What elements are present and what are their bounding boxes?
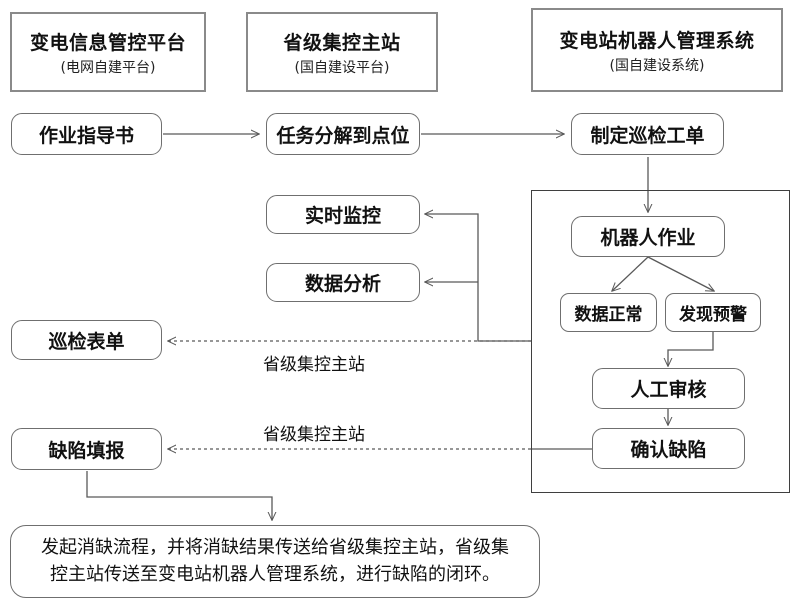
- edge-defect-report-to-summary: [86, 471, 272, 520]
- edge-label-inspection-form: 省级集控主站: [263, 355, 365, 375]
- node-data-normal[interactable]: 数据正常: [560, 293, 657, 332]
- node-inspection-form[interactable]: 巡检表单: [11, 320, 162, 360]
- system-title-power-info: 变电信息管控平台: [29, 31, 186, 54]
- node-defect-report[interactable]: 缺陷填报: [11, 428, 162, 470]
- node-robot-operation[interactable]: 机器人作业: [571, 216, 725, 257]
- system-title-robot: 变电站机器人管理系统: [559, 29, 755, 52]
- node-task-decompose-label: 任务分解到点位: [276, 124, 410, 147]
- node-task-decompose[interactable]: 任务分解到点位: [266, 113, 420, 155]
- node-realtime-monitor-label: 实时监控: [304, 205, 381, 227]
- closed-loop-summary-box[interactable]: 发起消缺流程，并将消缺结果传送给省级集控主站，省级集 控主站传送至变电站机器人管…: [10, 525, 540, 598]
- system-box-robot[interactable]: 变电站机器人管理系统 (国自建设系统): [531, 8, 783, 92]
- edge-label-defect-report: 省级集控主站: [263, 425, 365, 445]
- node-warning-found-label: 发现预警: [679, 305, 747, 325]
- node-work-instruction[interactable]: 作业指导书: [11, 113, 162, 155]
- node-defect-report-label: 缺陷填报: [48, 439, 125, 462]
- node-confirm-defect-label: 确认缺陷: [630, 439, 707, 461]
- summary-line-2: 控主站传送至变电站机器人管理系统，进行缺陷的闭环。: [50, 563, 500, 585]
- summary-line-1: 发起消缺流程，并将消缺结果传送给省级集控主站，省级集: [41, 537, 509, 559]
- node-manual-review[interactable]: 人工审核: [592, 368, 745, 409]
- system-subtitle-robot: (国自建设系统): [609, 57, 705, 74]
- system-box-power-info[interactable]: 变电信息管控平台 (电网自建平台): [10, 12, 206, 92]
- system-subtitle-province: (国自建设平台): [294, 59, 390, 76]
- node-robot-operation-label: 机器人作业: [600, 227, 696, 249]
- node-manual-review-label: 人工审核: [630, 379, 707, 401]
- node-work-instruction-label: 作业指导书: [38, 124, 134, 147]
- node-inspection-form-label: 巡检表单: [48, 330, 125, 353]
- node-confirm-defect[interactable]: 确认缺陷: [592, 428, 745, 469]
- node-make-work-order-label: 制定巡检工单: [590, 124, 705, 147]
- robot-system-group: [531, 190, 790, 493]
- node-data-normal-label: 数据正常: [574, 305, 643, 325]
- system-title-province: 省级集控主站: [283, 31, 401, 54]
- edge-group-to-realtime-monitor: [425, 214, 531, 342]
- system-subtitle-power-info: (电网自建平台): [60, 59, 156, 76]
- node-make-work-order[interactable]: 制定巡检工单: [571, 113, 724, 155]
- node-warning-found[interactable]: 发现预警: [665, 293, 761, 332]
- node-data-analysis[interactable]: 数据分析: [266, 263, 420, 302]
- node-realtime-monitor[interactable]: 实时监控: [266, 195, 420, 234]
- system-box-province[interactable]: 省级集控主站 (国自建设平台): [246, 12, 438, 92]
- node-data-analysis-label: 数据分析: [304, 273, 381, 295]
